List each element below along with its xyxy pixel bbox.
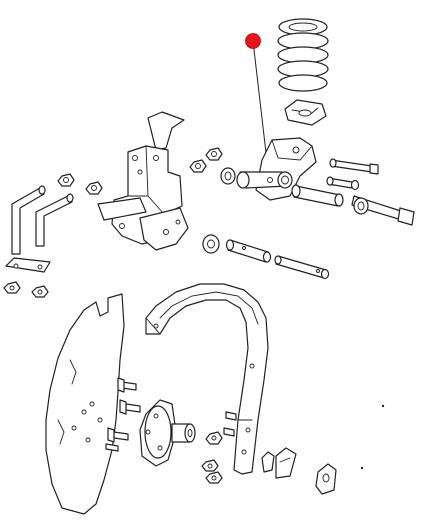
upper-fasteners — [189, 147, 236, 185]
frame-nuts — [57, 173, 103, 195]
callout-marker — [245, 33, 269, 171]
curved-shank — [145, 283, 269, 475]
pivot-pins — [202, 234, 330, 280]
disc-hub — [139, 399, 196, 467]
stray-dots — [360, 404, 385, 470]
shank-fasteners — [201, 411, 237, 484]
spring-seat — [284, 99, 327, 126]
pivot-bracket — [236, 137, 317, 201]
frame-bracket — [97, 111, 189, 251]
clamp-nuts — [3, 281, 49, 298]
clamp-plate — [5, 257, 51, 273]
scraper-parts — [261, 447, 337, 495]
coil-spring — [277, 18, 329, 92]
disc-blade — [45, 293, 125, 515]
right-bolts — [291, 158, 415, 226]
hub-bolts — [105, 377, 141, 452]
u-bolts — [11, 185, 74, 255]
